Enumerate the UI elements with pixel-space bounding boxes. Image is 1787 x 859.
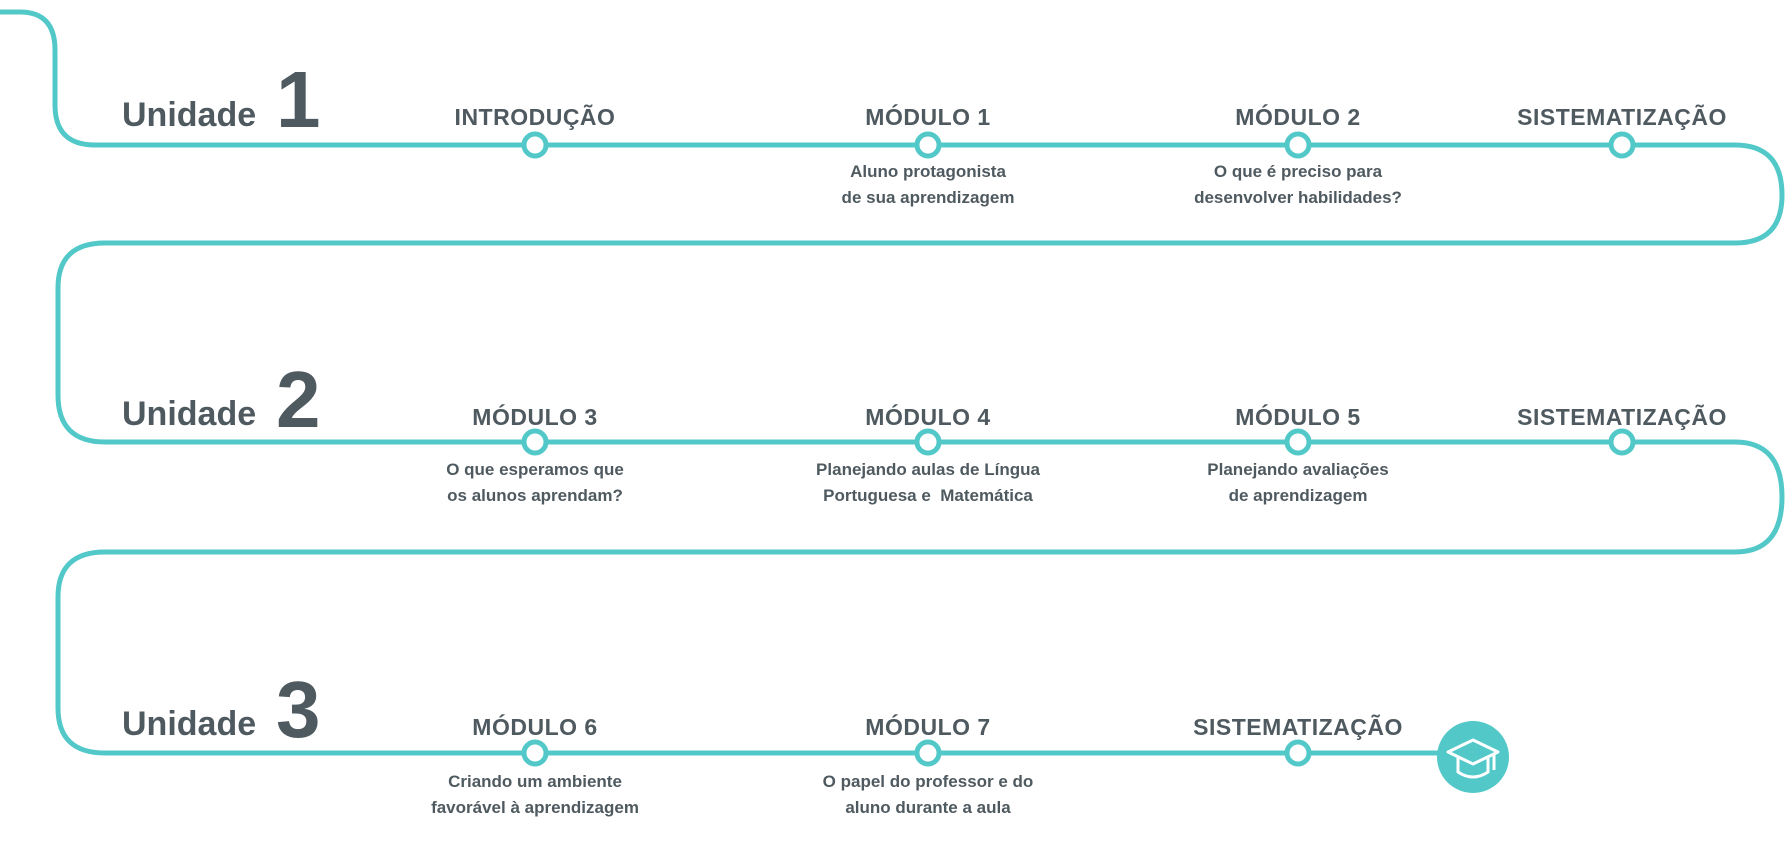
path-track <box>0 9 1785 756</box>
stage-modulo-3-desc-line2: os alunos aprendam? <box>447 486 623 505</box>
stage-modulo-4-desc-line1: Planejando aulas de Língua <box>816 460 1040 479</box>
unit-3-label: Unidade <box>122 705 257 743</box>
milestone-node-unit1-stage2 <box>914 131 942 159</box>
milestone-node-unit3-stage2 <box>914 739 942 767</box>
milestone-node-unit2-stage4 <box>1608 428 1636 456</box>
stage-modulo-1-title: MÓDULO 1 <box>865 104 991 130</box>
stage-modulo-2-desc-line2: desenvolver habilidades? <box>1194 188 1402 207</box>
graduation-cap-icon <box>1437 721 1509 793</box>
stage-modulo-7-title: MÓDULO 7 <box>865 714 991 740</box>
milestone-node-unit1-stage1 <box>521 131 549 159</box>
unit-2-number: 2 <box>276 355 321 444</box>
milestone-node-unit2-stage3 <box>1284 428 1312 456</box>
unit-1-label: Unidade <box>122 96 257 134</box>
unit-1-number: 1 <box>276 55 321 144</box>
stage-modulo-3-desc-line1: O que esperamos que <box>446 460 624 479</box>
stage-sistematizacao-1-title: SISTEMATIZAÇÃO <box>1517 104 1727 130</box>
stage-modulo-6-desc-line1: Criando um ambiente <box>448 772 622 791</box>
stage-modulo-5-title: MÓDULO 5 <box>1235 404 1361 430</box>
milestone-node-unit3-stage3 <box>1284 739 1312 767</box>
stage-modulo-5-desc-line1: Planejando avaliações <box>1207 460 1389 479</box>
stage-modulo-6-title: MÓDULO 6 <box>472 714 598 740</box>
stage-sistematizacao-2-title: SISTEMATIZAÇÃO <box>1517 404 1727 430</box>
milestone-node-unit1-stage4 <box>1608 131 1636 159</box>
stage-introducao-title: INTRODUÇÃO <box>454 104 616 130</box>
milestone-node-unit2-stage1 <box>521 428 549 456</box>
milestone-node-unit2-stage2 <box>914 428 942 456</box>
stage-modulo-6-desc-line2: favorável à aprendizagem <box>431 798 639 817</box>
unit-2-label: Unidade <box>122 395 257 433</box>
stage-modulo-2-desc-line1: O que é preciso para <box>1213 162 1383 181</box>
milestone-node-unit3-stage1 <box>521 739 549 767</box>
stage-modulo-3-title: MÓDULO 3 <box>472 404 598 430</box>
stage-modulo-4-title: MÓDULO 4 <box>865 404 991 430</box>
stage-modulo-5-desc-line2: de aprendizagem <box>1228 486 1368 505</box>
stage-modulo-7-desc-line2: aluno durante a aula <box>845 798 1011 817</box>
unit-3-number: 3 <box>276 665 321 754</box>
stage-modulo-4-desc-line2: Portuguesa e Matemática <box>823 486 1033 505</box>
stage-modulo-1-desc-line1: Aluno protagonista <box>850 162 1006 181</box>
stage-sistematizacao-3-title: SISTEMATIZAÇÃO <box>1193 714 1403 740</box>
stage-modulo-1-desc-line2: de sua aprendizagem <box>841 188 1015 207</box>
milestone-node-unit1-stage3 <box>1284 131 1312 159</box>
stage-modulo-7-desc-line1: O papel do professor e do <box>822 772 1034 791</box>
stage-modulo-2-title: MÓDULO 2 <box>1235 104 1361 130</box>
